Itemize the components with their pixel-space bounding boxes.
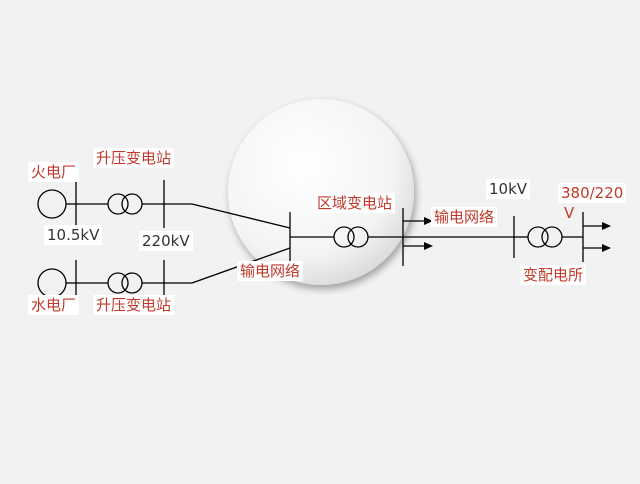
step-up-substation-bottom-label: 升压变电站 — [93, 295, 175, 315]
arrowhead-distribution-upper — [602, 222, 611, 230]
voltage-380-220-line1-label: 380/220 — [558, 183, 627, 203]
step-up-substation-top-label: 升压变电站 — [93, 148, 175, 168]
thermal-plant-label: 火电厂 — [28, 162, 80, 182]
regional-substation-label: 区域变电站 — [314, 193, 396, 213]
voltage-220kv-label: 220kV — [139, 231, 193, 251]
background-disc — [228, 99, 414, 285]
distribution-transformer — [527, 226, 563, 248]
voltage-10kv-label: 10kV — [486, 179, 531, 199]
arrowhead-distribution-lower — [602, 244, 611, 252]
transmission-network-left-label: 输电网络 — [237, 261, 304, 281]
step-up-transformer-top — [107, 193, 143, 215]
transmission-network-right-label: 输电网络 — [431, 207, 498, 227]
voltage-10-5kv-label: 10.5kV — [44, 225, 103, 245]
hydro-plant-label: 水电厂 — [28, 295, 80, 315]
voltage-380-220-line2-label: V — [564, 204, 575, 222]
step-up-transformer-bottom — [107, 272, 143, 294]
arrowhead-regional-upper — [424, 217, 433, 225]
thermal-generator — [37, 189, 76, 219]
hydro-generator — [37, 268, 76, 298]
transmission-line-top — [191, 203, 291, 229]
arrowhead-regional-lower — [424, 242, 433, 250]
distribution-substation-label: 变配电所 — [520, 265, 587, 285]
